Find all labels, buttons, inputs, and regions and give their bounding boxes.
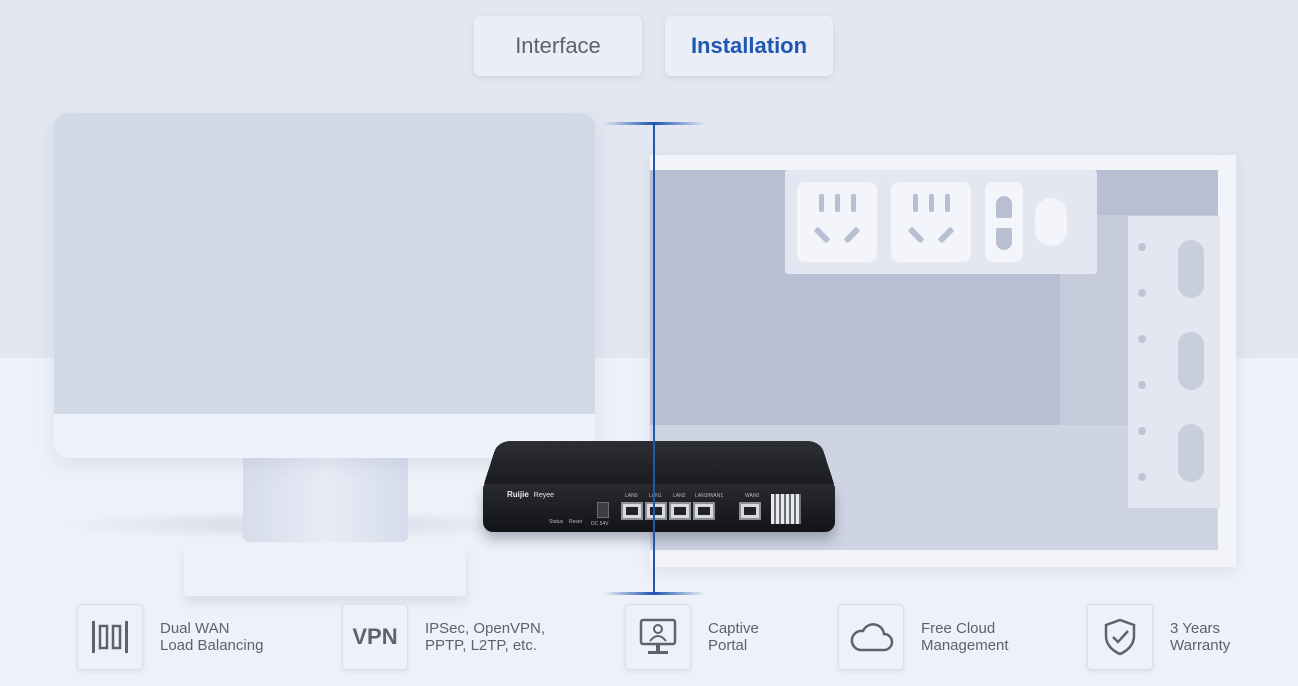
dc-power-jack <box>597 502 609 518</box>
power-indicator <box>1035 198 1067 246</box>
feature-line: Management <box>921 637 1009 654</box>
reset-label: Reset <box>569 519 583 525</box>
ethernet-port <box>739 502 761 520</box>
divider-cap-bottom <box>603 592 705 595</box>
monitor-stand <box>243 458 408 542</box>
feature-line: Captive <box>708 620 759 637</box>
rail-slot <box>1178 424 1204 482</box>
port-label-lan0: LAN0 <box>625 493 638 499</box>
feature-line: IPSec, OpenVPN, <box>425 620 546 637</box>
captive-portal-icon <box>625 604 691 670</box>
rail-hole <box>1138 381 1146 389</box>
feature-line: Portal <box>708 637 748 654</box>
rail-hole <box>1138 335 1146 343</box>
shield-check-icon <box>1087 604 1153 670</box>
feature-line: PPTP, L2TP, etc. <box>425 637 538 654</box>
feature-line: Load Balancing <box>160 637 264 654</box>
power-switch <box>985 182 1023 262</box>
divider-line <box>653 124 655 594</box>
rail-hole <box>1138 473 1146 481</box>
power-strip <box>785 170 1097 274</box>
feature-line: 3 Years <box>1170 620 1221 637</box>
port-label-lan2: LAN2 <box>673 493 686 499</box>
feature-vpn: VPN IPSec, OpenVPN, PPTP, L2TP, etc. <box>342 604 545 670</box>
cloud-icon <box>838 604 904 670</box>
ethernet-port <box>621 502 643 520</box>
rail-hole <box>1138 289 1146 297</box>
vpn-icon: VPN <box>342 604 408 670</box>
ethernet-port <box>693 502 715 520</box>
rail-slot <box>1178 332 1204 390</box>
rail-hole <box>1138 243 1146 251</box>
feature-line: Dual WAN <box>160 620 230 637</box>
feature-warranty: 3 Years Warranty <box>1087 604 1230 670</box>
tab-interface[interactable]: Interface <box>474 16 642 76</box>
feature-dual-wan: Dual WAN Load Balancing <box>77 604 263 670</box>
power-socket <box>891 182 971 262</box>
power-socket <box>797 182 877 262</box>
feature-cloud-management: Free Cloud Management <box>838 604 1009 670</box>
monitor-illustration <box>54 113 595 458</box>
router-top <box>483 441 835 485</box>
rail-hole <box>1138 427 1146 435</box>
mounting-rail <box>1128 216 1220 508</box>
port-label-wan0: WAN0 <box>745 493 760 499</box>
tab-installation[interactable]: Installation <box>665 16 833 76</box>
feature-line: Warranty <box>1170 637 1231 654</box>
ethernet-port <box>669 502 691 520</box>
port-label-lan3: LAN3/WAN1 <box>695 493 724 499</box>
qr-code <box>771 494 801 524</box>
monitor-base <box>184 546 466 596</box>
rail-slot <box>1178 240 1204 298</box>
port-label-lan1: LAN1 <box>649 493 662 499</box>
status-label: Status <box>549 519 564 525</box>
dual-wan-icon <box>77 604 143 670</box>
divider-cap-top <box>603 122 705 125</box>
feature-captive-portal: Captive Portal <box>625 604 759 670</box>
feature-line: Free Cloud <box>921 620 996 637</box>
ethernet-port <box>645 502 667 520</box>
dc-label: DC 54V <box>591 521 609 527</box>
